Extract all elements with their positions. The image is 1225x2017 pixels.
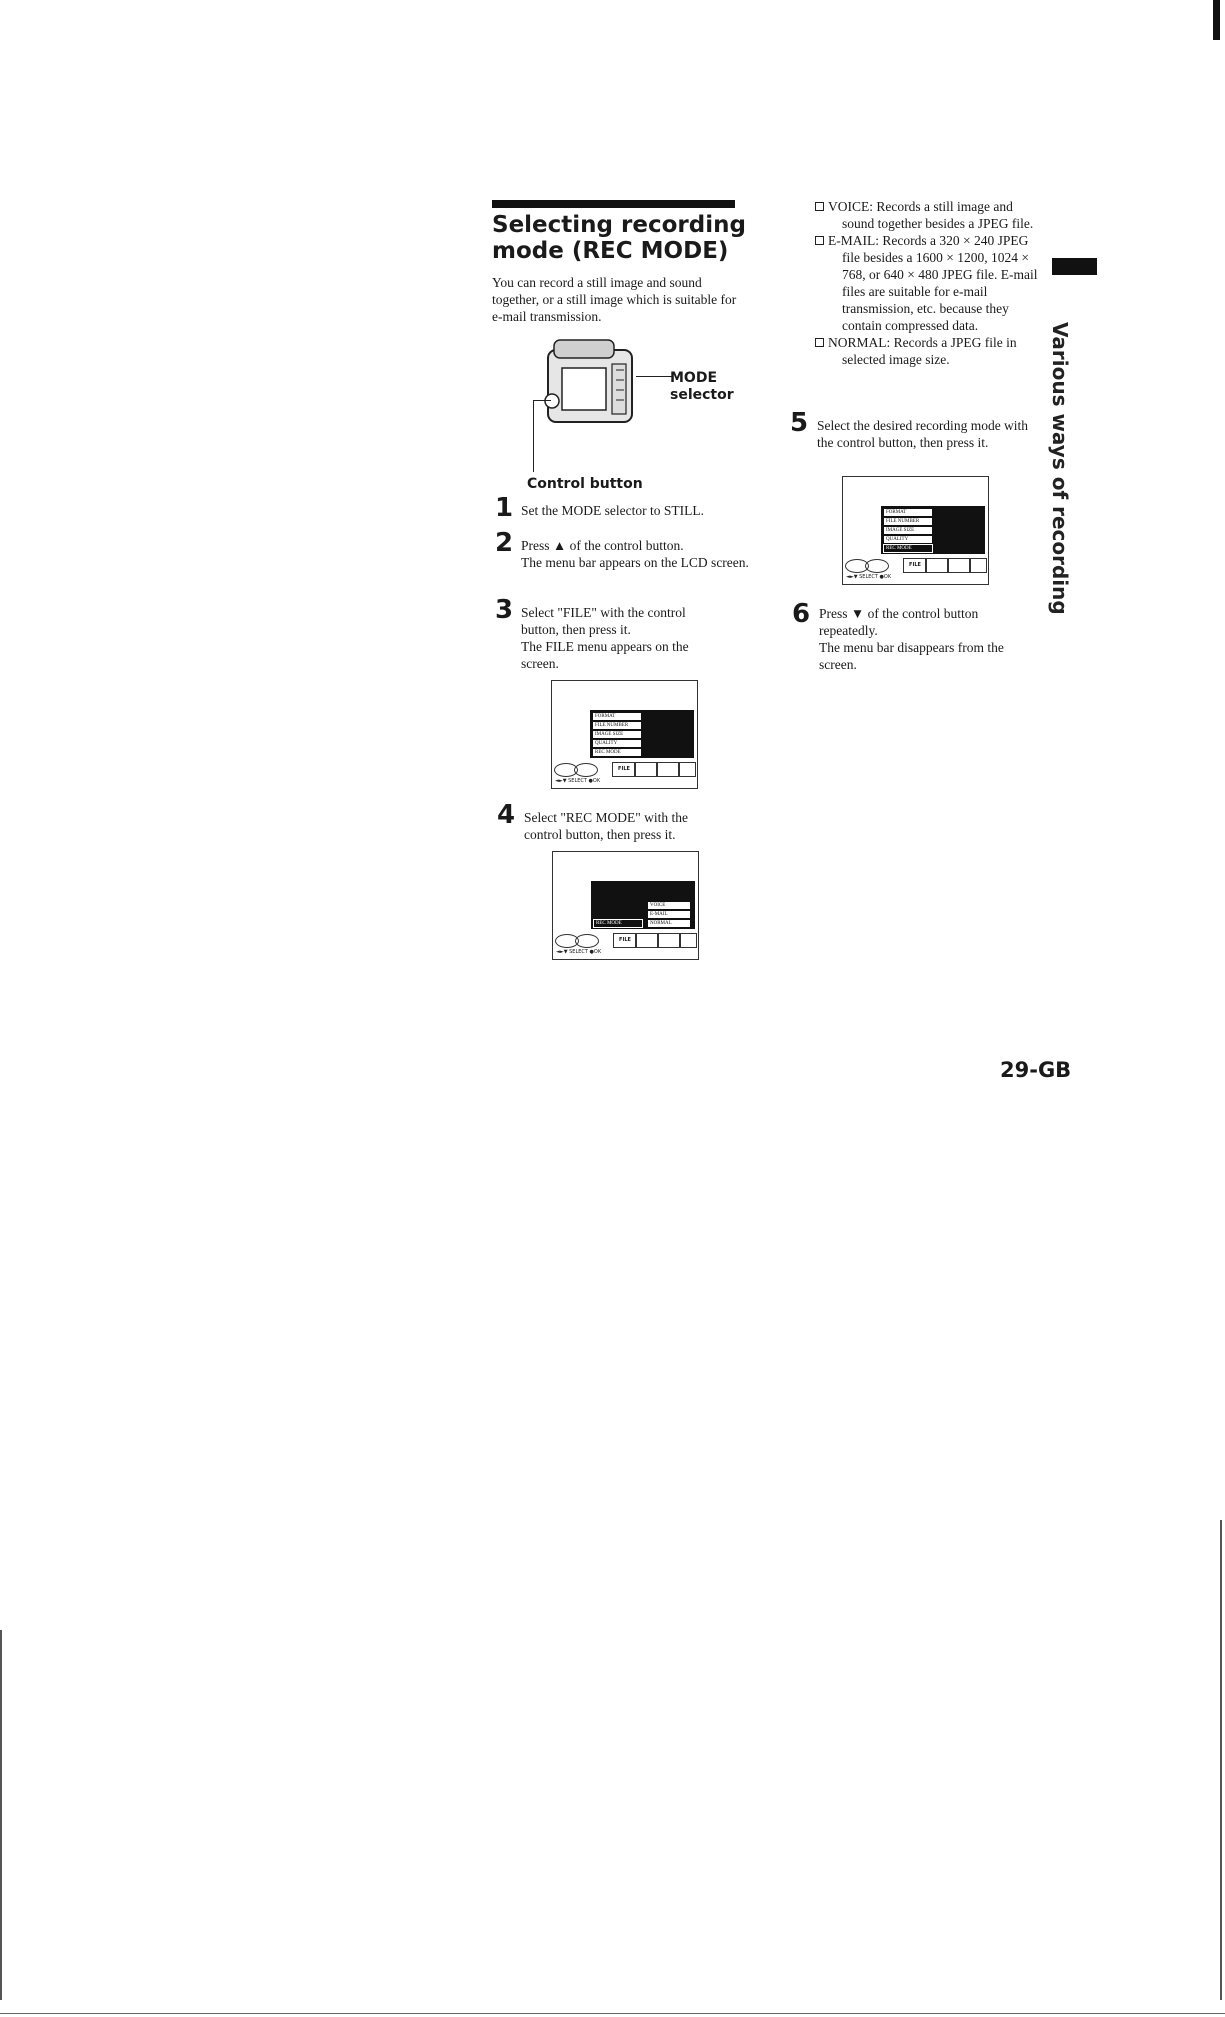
step-6-text: Press ▼ of the control button repeatedly…: [819, 606, 979, 638]
lcd-menu-item: IMAGE SIZE: [592, 730, 642, 739]
lcd-tab-cell: [947, 558, 971, 573]
lcd-file-tab: FILE: [612, 762, 636, 777]
step-2-number: 2: [495, 528, 514, 558]
checkbox-square-icon: [815, 338, 824, 347]
step-5-number: 5: [790, 408, 809, 438]
option-email-text: E-MAIL: Records a 320 × 240 JPEG file be…: [828, 233, 1038, 333]
step-2-note: The menu bar appears on the LCD screen.: [521, 555, 749, 570]
lcd-tab-cell: [679, 933, 697, 948]
lcd-submenu-item: NORMAL: [647, 919, 691, 928]
lcd-menu-item: FILE NUMBER: [592, 721, 642, 730]
checkbox-square-icon: [815, 236, 824, 245]
lcd-rec-mode-selected: FORMAT FILE NUMBER IMAGE SIZE QUALITY RE…: [842, 476, 989, 585]
lcd-menu-item: FORMAT: [592, 712, 642, 721]
lcd-menu-item: QUALITY: [883, 535, 933, 544]
lcd-tab-cell: [925, 558, 949, 573]
lcd-menu-item-selected: REC MODE: [593, 919, 643, 928]
step-3-text: Select "FILE" with the control button, t…: [521, 605, 686, 637]
lcd-bottom-text: ◄►▼ SELECT ●OK: [556, 949, 602, 955]
option-email: E-MAIL: Records a 320 × 240 JPEG file be…: [815, 232, 1040, 334]
title-rule: [492, 200, 735, 208]
lcd-file-tab: FILE: [613, 933, 637, 948]
option-voice-text: VOICE: Records a still image and sound t…: [828, 199, 1034, 231]
lcd-menu-item: FORMAT: [883, 508, 933, 517]
lcd-oval-button: [865, 559, 889, 573]
corner-registration-mark: [1213, 0, 1220, 40]
section-side-label: Various ways of recording: [1048, 322, 1072, 615]
lcd-menu-item-selected: REC MODE: [883, 544, 933, 553]
lcd-menu-panel: FORMAT FILE NUMBER IMAGE SIZE QUALITY RE…: [590, 710, 694, 758]
step-3-note: The FILE menu appears on the screen.: [521, 639, 689, 671]
control-button-leader: [533, 400, 534, 472]
page-title: Selecting recording mode (REC MODE): [492, 212, 746, 264]
control-button-leader-h: [533, 400, 551, 401]
lcd-menu-item: REC MODE: [592, 748, 642, 757]
scan-edge-left: [0, 1630, 2, 2000]
option-voice: VOICE: Records a still image and sound t…: [815, 198, 1040, 232]
step-4-text: Select "REC MODE" with the control butto…: [524, 810, 689, 842]
lcd-file-menu: FORMAT FILE NUMBER IMAGE SIZE QUALITY RE…: [551, 680, 698, 789]
lcd-tab-cell: [634, 762, 658, 777]
step-2-text: Press ▲ of the control button.: [521, 538, 684, 553]
mode-selector-label: MODE selector: [670, 370, 734, 403]
lcd-submenu-item: E-MAIL: [647, 910, 691, 919]
lcd-tab-cell: [657, 933, 681, 948]
camera-illustration: [540, 336, 640, 431]
lcd-tab-cell: [635, 933, 659, 948]
mode-selector-leader: [636, 376, 672, 377]
option-normal-text: NORMAL: Records a JPEG file in selected …: [828, 335, 1017, 367]
rec-mode-options: VOICE: Records a still image and sound t…: [815, 198, 1040, 368]
lcd-tab-cell: [656, 762, 680, 777]
checkbox-square-icon: [815, 202, 824, 211]
step-3-number: 3: [495, 595, 514, 625]
lcd-tab-cell: [969, 558, 987, 573]
lcd-oval-button: [574, 763, 598, 777]
lcd-menu-item: IMAGE SIZE: [883, 526, 933, 535]
page-number: 29-GB: [1000, 1058, 1072, 1082]
scan-edge-right: [1220, 1520, 1222, 2000]
lcd-menu-item: FILE NUMBER: [883, 517, 933, 526]
step-5-text: Select the desired recording mode with t…: [817, 418, 1029, 450]
lcd-file-tab: FILE: [903, 558, 927, 573]
step-6-number: 6: [792, 599, 811, 629]
lcd-bottom-text: ◄►▼ SELECT ●OK: [555, 778, 601, 784]
lcd-menu-item: QUALITY: [592, 739, 642, 748]
step-1-text: Set the MODE selector to STILL.: [521, 503, 704, 518]
section-tab-marker: [1052, 258, 1097, 275]
lcd-tab-cell: [678, 762, 696, 777]
intro-text: You can record a still image and sound t…: [492, 275, 737, 324]
lcd-bottom-text: ◄►▼ SELECT ●OK: [846, 574, 892, 580]
lcd-rec-mode-menu: REC MODE VOICE E-MAIL NORMAL FILE ◄►▼ SE…: [552, 851, 699, 960]
step-4-number: 4: [497, 800, 516, 830]
option-normal: NORMAL: Records a JPEG file in selected …: [815, 334, 1040, 368]
lcd-oval-button: [575, 934, 599, 948]
step-1-number: 1: [495, 493, 514, 523]
scan-edge-bottom: [0, 2013, 1225, 2014]
lcd-submenu-item: VOICE: [647, 901, 691, 910]
control-button-label: Control button: [527, 476, 643, 492]
step-6-note: The menu bar disappears from the screen.: [819, 640, 1004, 672]
lcd-menu-panel: REC MODE VOICE E-MAIL NORMAL: [591, 881, 695, 929]
lcd-menu-panel: FORMAT FILE NUMBER IMAGE SIZE QUALITY RE…: [881, 506, 985, 554]
